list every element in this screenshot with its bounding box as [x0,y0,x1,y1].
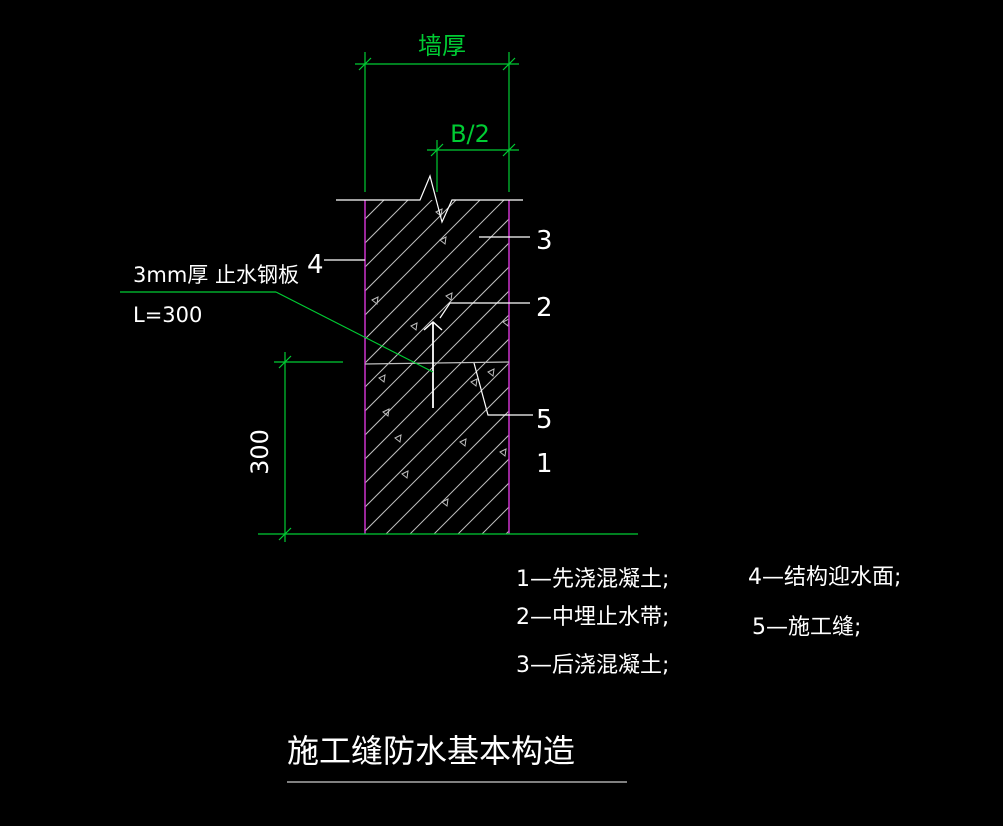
diagram-title: 施工缝防水基本构造 [287,732,575,770]
callout-4: 4 [307,250,324,280]
height-label: 300 [246,429,274,475]
legend-item-3: 3—后浇混凝土; [516,653,669,678]
callout-3: 3 [536,226,553,256]
plate-note-line2: L=300 [133,303,202,327]
legend-item-1: 1—先浇混凝土; [516,567,669,592]
half-width-dimension [427,140,519,192]
legend-item-4: 4—结构迎水面; [748,565,901,590]
height-dimension [274,352,343,542]
leader-lines [120,236,533,416]
aggregate-marks [371,208,510,507]
plate-note-line1: 3mm厚 止水钢板 [133,263,299,287]
construction-joint-line [364,361,510,365]
wall-thickness-label: 墙厚 [418,32,466,60]
callout-2: 2 [536,293,553,323]
legend-item-2: 2—中埋止水带; [516,605,669,630]
callout-5: 5 [536,405,553,435]
callout-1: 1 [536,449,553,479]
break-line [336,174,523,224]
wall-thickness-dimension [355,52,519,192]
half-width-label: B/2 [450,120,490,148]
legend-item-5: 5—施工缝; [752,615,861,640]
